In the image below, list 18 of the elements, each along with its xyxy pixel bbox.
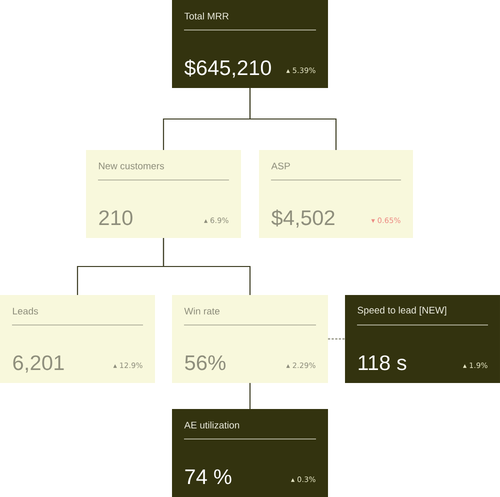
- metric-value: 56%: [185, 355, 226, 370]
- metric-value: 118 s: [358, 355, 406, 370]
- dashed-connector: [328, 338, 345, 340]
- card-title: AE utilization: [184, 421, 240, 428]
- metric-value: 210: [99, 210, 132, 226]
- metric-value: $4,502: [271, 209, 334, 228]
- card-title: Win rate: [184, 307, 220, 314]
- connector-line: [162, 238, 251, 295]
- card-title: Speed to lead [NEW]: [358, 306, 446, 316]
- connector-line: [249, 382, 251, 409]
- card-title: New customers: [99, 162, 164, 170]
- metric-value: $645,210: [184, 59, 271, 78]
- metric-value: 6,201: [13, 355, 64, 373]
- card-title: ASP: [271, 162, 290, 170]
- card-title: Leads: [13, 307, 38, 314]
- card-title: Total MRR: [184, 12, 229, 20]
- connector-line: [249, 88, 337, 150]
- metric-value: 74 %: [185, 469, 232, 484]
